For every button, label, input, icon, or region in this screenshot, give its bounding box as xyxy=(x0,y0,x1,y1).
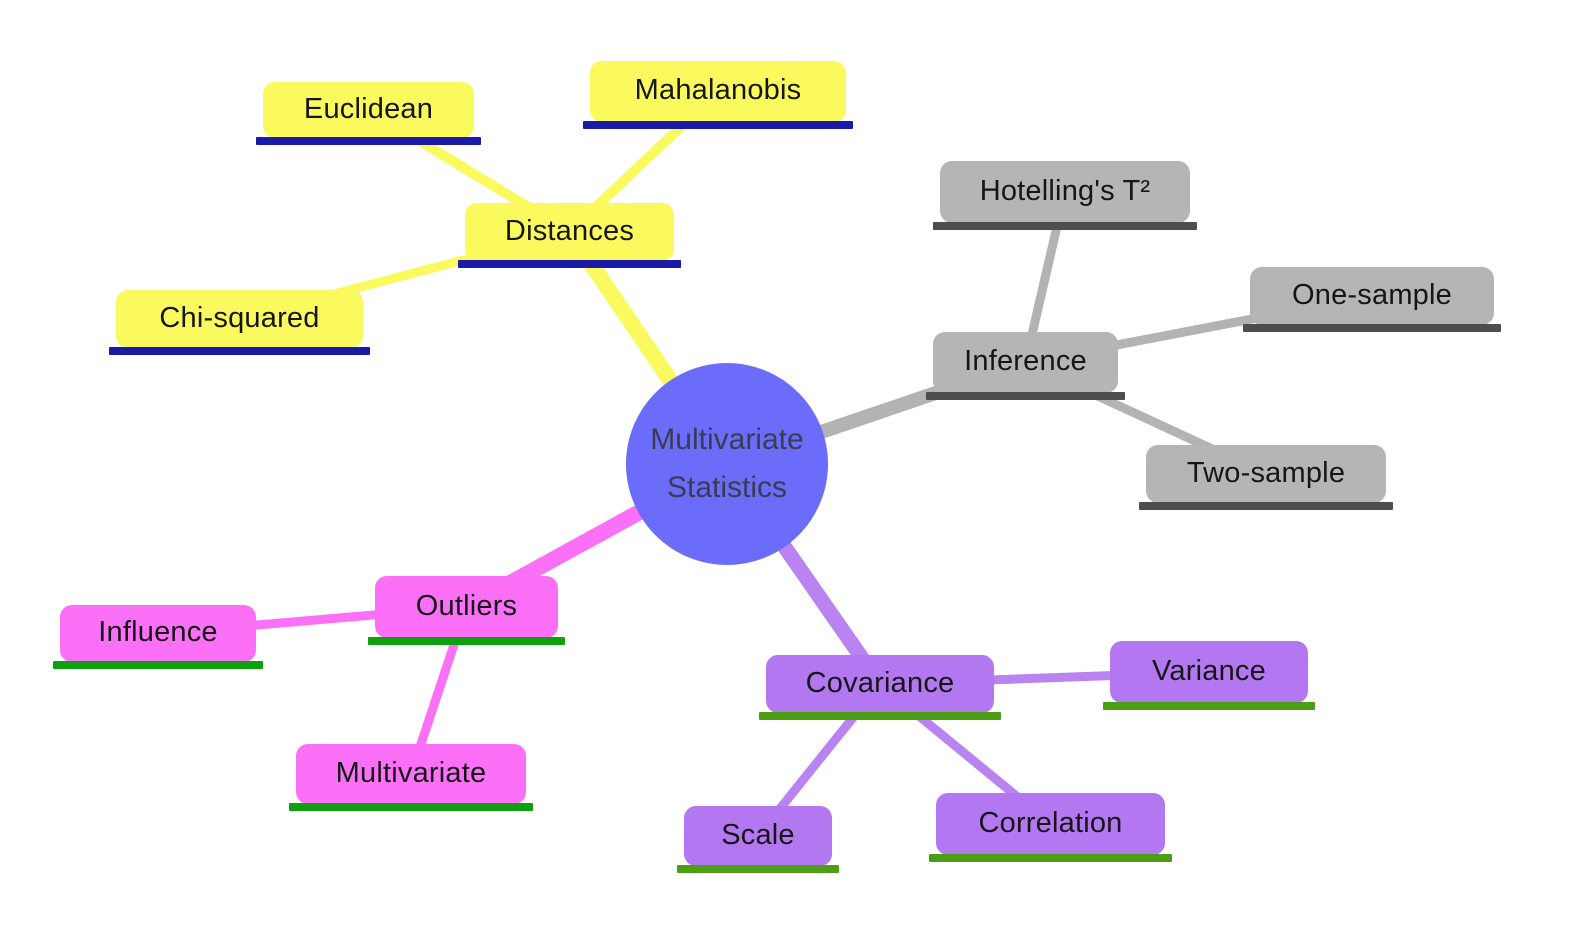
node-underline-scale xyxy=(677,865,839,873)
node-one-sample[interactable]: One-sample xyxy=(1243,267,1501,332)
node-label-correlation: Correlation xyxy=(978,806,1123,839)
node-underline-correlation xyxy=(929,854,1172,862)
node-underline-variance xyxy=(1103,702,1315,710)
node-multivariate[interactable]: Multivariate xyxy=(289,744,533,811)
center-node-line-2: Statistics xyxy=(666,471,788,504)
node-underline-chi-squared xyxy=(109,347,370,355)
center-node-line-1: Multivariate xyxy=(650,423,804,456)
node-underline-influence xyxy=(53,661,263,669)
node-correlation[interactable]: Correlation xyxy=(929,793,1172,862)
node-label-covariance: Covariance xyxy=(805,666,955,699)
node-mahalanobis[interactable]: Mahalanobis xyxy=(583,61,853,129)
node-covariance[interactable]: Covariance xyxy=(759,655,1001,720)
node-hotelling[interactable]: Hotelling's T² xyxy=(933,161,1197,230)
node-underline-euclidean xyxy=(256,137,481,145)
node-label-euclidean: Euclidean xyxy=(303,92,434,125)
node-influence[interactable]: Influence xyxy=(53,605,263,669)
node-underline-one-sample xyxy=(1243,324,1501,332)
node-underline-distances xyxy=(458,260,681,268)
node-scale[interactable]: Scale xyxy=(677,806,839,873)
node-variance[interactable]: Variance xyxy=(1103,641,1315,710)
node-underline-two-sample xyxy=(1139,502,1393,510)
node-label-hotelling: Hotelling's T² xyxy=(979,174,1151,207)
node-label-outliers: Outliers xyxy=(415,589,518,622)
node-two-sample[interactable]: Two-sample xyxy=(1139,445,1393,510)
node-euclidean[interactable]: Euclidean xyxy=(256,82,481,145)
node-chi-squared[interactable]: Chi-squared xyxy=(109,290,370,355)
node-label-multivariate: Multivariate xyxy=(335,756,487,789)
node-label-influence: Influence xyxy=(98,616,218,648)
node-label-variance: Variance xyxy=(1152,654,1266,687)
node-label-inference: Inference xyxy=(964,345,1087,377)
node-label-one-sample: One-sample xyxy=(1292,278,1452,311)
node-label-scale: Scale xyxy=(721,818,795,851)
node-inference[interactable]: Inference xyxy=(926,332,1125,400)
node-underline-covariance xyxy=(759,712,1001,720)
node-label-two-sample: Two-sample xyxy=(1186,456,1346,489)
node-underline-inference xyxy=(926,392,1125,400)
node-underline-hotelling xyxy=(933,222,1197,230)
node-label-chi-squared: Chi-squared xyxy=(159,301,320,334)
node-distances[interactable]: Distances xyxy=(458,203,681,268)
node-label-mahalanobis: Mahalanobis xyxy=(634,74,802,106)
node-outliers[interactable]: Outliers xyxy=(368,576,565,645)
node-underline-outliers xyxy=(368,637,565,645)
node-underline-mahalanobis xyxy=(583,121,853,129)
node-underline-multivariate xyxy=(289,803,533,811)
node-label-distances: Distances xyxy=(504,214,635,247)
